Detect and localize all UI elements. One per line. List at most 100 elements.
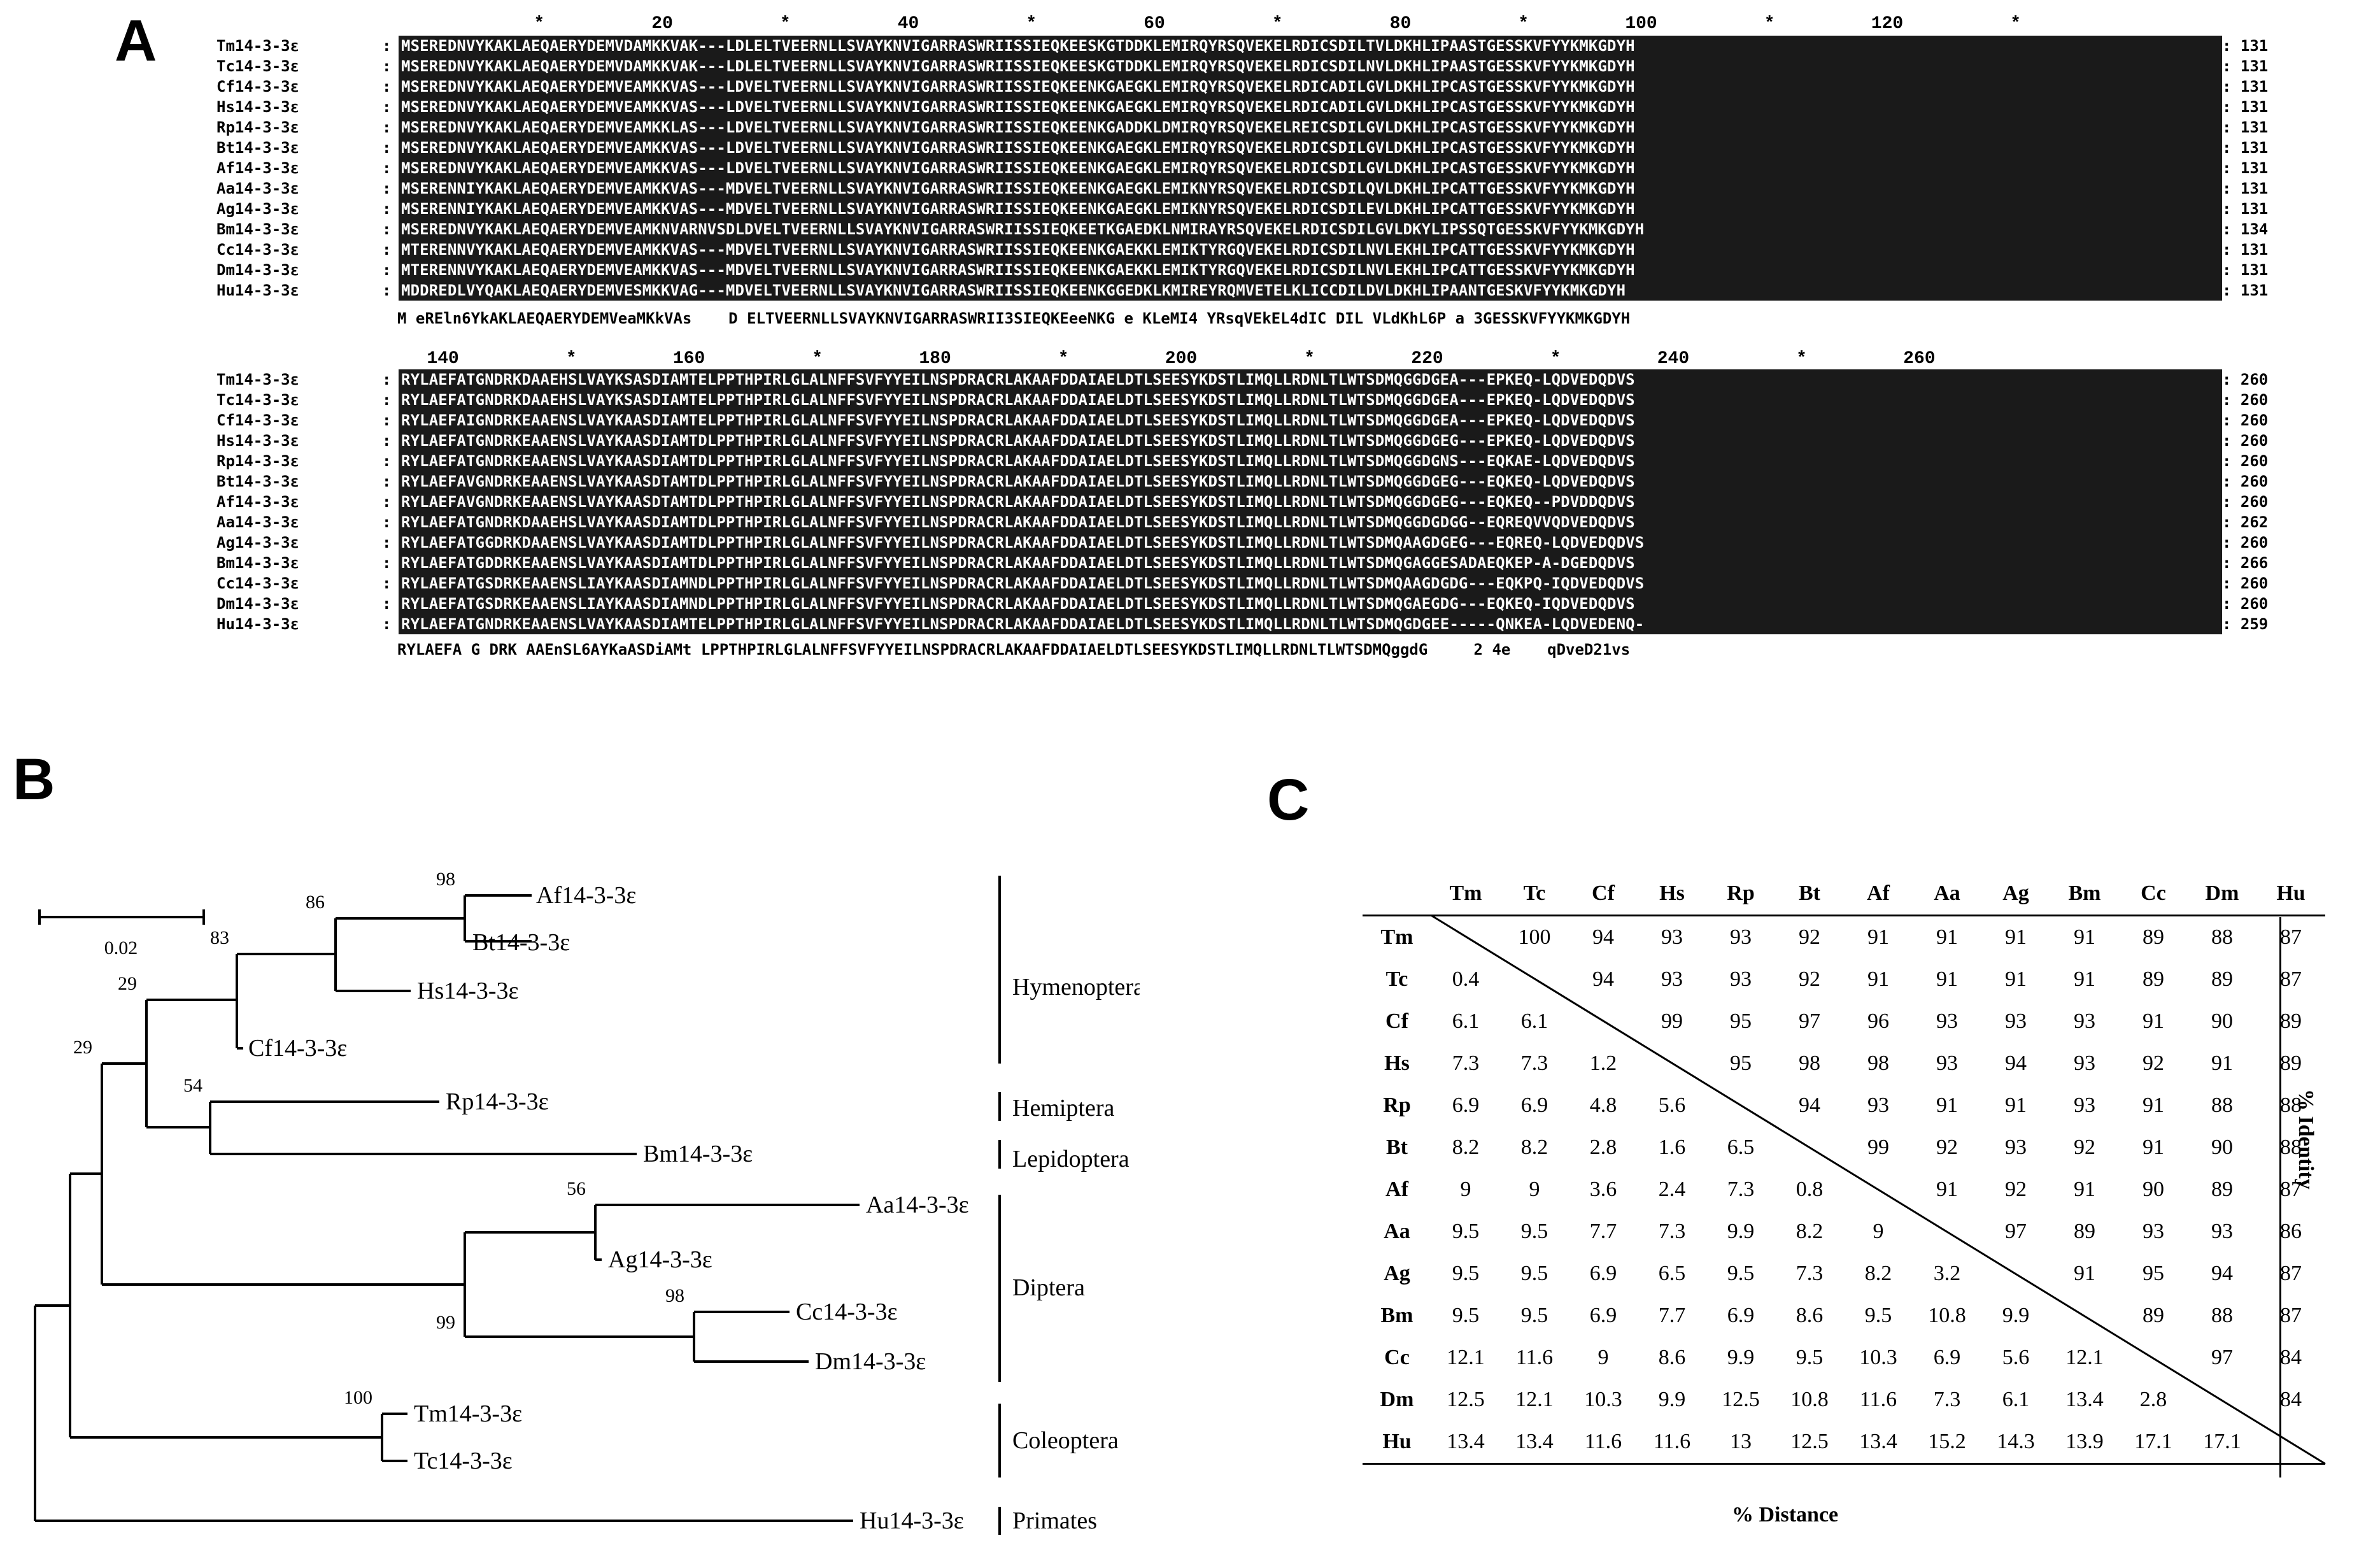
- residue-count: : 260: [2222, 391, 2269, 409]
- table-cell: 95: [1730, 1051, 1752, 1075]
- order-label: Hymenoptera: [1012, 974, 1140, 1000]
- sequence-residues: RYLAEFAVGNDRKEAAENSLVAYKAASDTAMTDLPPTHPI…: [399, 471, 2222, 492]
- table-cell: [1981, 1253, 2050, 1295]
- table-cell: 91: [2074, 925, 2095, 949]
- table-cell: 13.9: [2050, 1421, 2119, 1465]
- table-cell: 91: [1936, 925, 1958, 949]
- separator: :: [382, 513, 392, 531]
- sequence-residues: RYLAEFATGGDRKDAAENSLVAYKAASDIAMTDLPPTHPI…: [399, 532, 2222, 553]
- leaf-label: Bt14-3-3ε: [472, 929, 570, 956]
- sequence-residues: MSEREDNVYKAKLAEQAERYDEMVEAMKKVAS---LDVEL…: [399, 76, 2222, 97]
- table-cell: 98: [1799, 1051, 1820, 1075]
- table-cell: 88: [2211, 925, 2233, 949]
- table-cell: 9: [1460, 1178, 1471, 1201]
- leaf-label: Aa14-3-3ε: [866, 1192, 969, 1218]
- leaf-label: Hu14-3-3ε: [860, 1507, 964, 1534]
- leaf-label: Rp14-3-3ε: [446, 1088, 549, 1115]
- table-cell: 91: [2143, 1093, 2164, 1117]
- table-cell: 92: [2005, 1178, 2027, 1201]
- table-cell: 7.3: [1658, 1220, 1686, 1243]
- table-cell: 12.5: [1447, 1388, 1485, 1411]
- leaf-label: Ag14-3-3ε: [608, 1246, 712, 1273]
- table-cell: 12.5: [1775, 1421, 1844, 1465]
- row-header: Dm: [1380, 1388, 1414, 1411]
- row-header: Hu: [1363, 1421, 1431, 1465]
- table-cell: 92: [2074, 1136, 2095, 1159]
- table-cell: 9.9: [1727, 1220, 1755, 1243]
- table-cell: 12.1: [1447, 1346, 1485, 1369]
- residue-count: : 131: [2222, 261, 2269, 279]
- table-cell: 11.6: [1515, 1346, 1554, 1369]
- column-header: Hs: [1638, 872, 1706, 916]
- table-cell: 13: [1706, 1421, 1775, 1465]
- table-cell: 7.3: [1796, 1262, 1824, 1285]
- panel-label-c: C: [1267, 767, 1310, 832]
- table-cell: 89: [2143, 925, 2164, 949]
- separator: :: [382, 574, 392, 592]
- table-cell: 95: [2143, 1262, 2164, 1285]
- table-cell: 4.8: [1589, 1093, 1617, 1117]
- table-cell: 91: [1867, 925, 1889, 949]
- table-cell: 89: [2074, 1220, 2095, 1243]
- sequence-residues: RYLAEFATGNDRKDAAEHSLVAYKAASDIAMTDLPPTHPI…: [399, 512, 2222, 532]
- leaf-label: Cf14-3-3ε: [248, 1035, 347, 1062]
- table-cell: 92: [1799, 967, 1820, 991]
- alignment-row: Rp14-3-3ε:RYLAEFATGNDRKEAAENSLVAYKAASDIA…: [216, 451, 2305, 471]
- leaf-label: Cc14-3-3ε: [796, 1299, 897, 1325]
- table-cell: 8.2: [1864, 1262, 1892, 1285]
- alignment-row: Cc14-3-3ε:MTERENNVYKAKLAEQAERYDEMVEAMKKV…: [216, 239, 2305, 260]
- separator: :: [382, 200, 392, 218]
- table-cell: 6.5: [1658, 1262, 1686, 1285]
- row-header: Aa: [1384, 1220, 1410, 1243]
- alignment-consensus-1: M eREln6YkAKLAEQAERYDEMVeaMKkVAs D ELTVE…: [397, 310, 1631, 327]
- bootstrap-value: 83: [210, 927, 229, 948]
- sequence-residues: RYLAEFATGNDRKDAAEHSLVAYKSASDIAMTELPPTHPI…: [399, 369, 2222, 390]
- sequence-residues: RYLAEFATGDDRKEAAENSLVAYKAASDIAMTDLPPTHPI…: [399, 553, 2222, 573]
- alignment-row: Tc14-3-3ε:RYLAEFATGNDRKDAAEHSLVAYKSASDIA…: [216, 390, 2305, 410]
- row-header: Bt: [1386, 1136, 1408, 1159]
- table-cell: 12.1: [1515, 1388, 1554, 1411]
- table-cell: 9.5: [1520, 1220, 1548, 1243]
- table-cell: 2.8: [1589, 1136, 1617, 1159]
- table-cell: 17.1: [2119, 1421, 2188, 1465]
- table-cell: [2050, 1295, 2119, 1337]
- bootstrap-value: 98: [665, 1285, 684, 1306]
- order-label: Coleoptera: [1012, 1427, 1119, 1454]
- separator: :: [382, 281, 392, 299]
- table-cell: 93: [2074, 1093, 2095, 1117]
- table-cell: 9.9: [1727, 1346, 1755, 1369]
- table-cell: 9: [1597, 1346, 1609, 1369]
- table-cell: 84: [2280, 1388, 2302, 1411]
- table-cell: 7.7: [1658, 1304, 1686, 1327]
- separator: :: [382, 220, 392, 238]
- table-cell: 9.5: [1520, 1304, 1548, 1327]
- table-cell: 9.9: [2002, 1304, 2030, 1327]
- alignment-row: Tm14-3-3ε:RYLAEFATGNDRKDAAEHSLVAYKSASDIA…: [216, 369, 2305, 390]
- sequence-residues: RYLAEFATGNDRKEAAENSLVAYKAASDIAMTDLPPTHPI…: [399, 451, 2222, 471]
- table-cell: 8.6: [1658, 1346, 1686, 1369]
- table-cell: 98: [1867, 1051, 1889, 1075]
- table-cell: 100: [1518, 925, 1551, 949]
- table-cell: 1.6: [1658, 1136, 1686, 1159]
- sequence-residues: MTERENNVYKAKLAEQAERYDEMVEAMKKVAS---MDVEL…: [399, 260, 2222, 280]
- table-cell: 88: [2211, 1093, 2233, 1117]
- bootstrap-value: 29: [73, 1037, 92, 1058]
- sequence-name: Tc14-3-3ε: [216, 57, 300, 75]
- alignment-row: Bm14-3-3ε:RYLAEFATGDDRKEAAENSLVAYKAASDIA…: [216, 553, 2305, 573]
- separator: :: [382, 534, 392, 552]
- table-cell: 94: [2005, 1051, 2027, 1075]
- table-cell: 6.9: [1589, 1262, 1617, 1285]
- sequence-name: Rp14-3-3ε: [216, 118, 300, 136]
- sequence-name: Bt14-3-3ε: [216, 139, 300, 157]
- separator: :: [382, 37, 392, 55]
- row-header: Bm: [1380, 1304, 1413, 1327]
- column-header: Aa: [1913, 872, 1981, 916]
- table-cell: 6.1: [2002, 1388, 2030, 1411]
- sequence-name: Dm14-3-3ε: [216, 261, 300, 279]
